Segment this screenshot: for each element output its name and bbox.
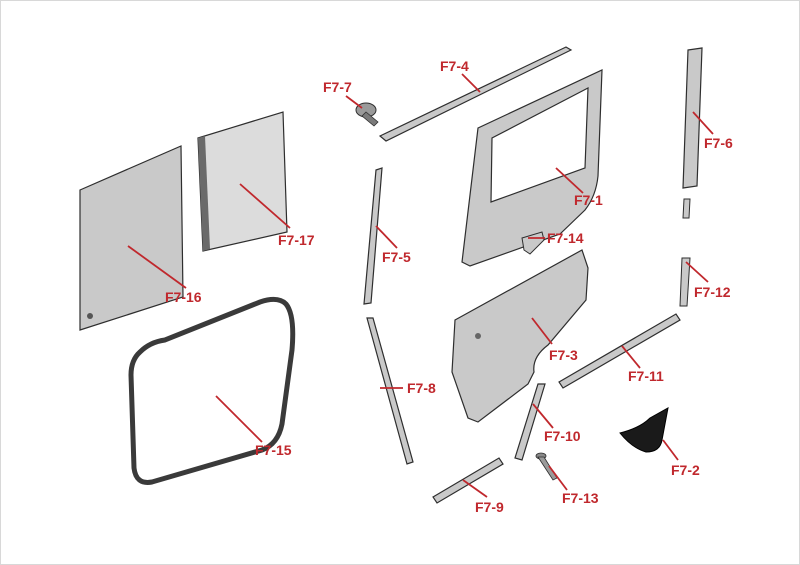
part-F7-8-vertical-channel xyxy=(366,317,414,465)
label-F7-8: F7-8 xyxy=(407,380,436,396)
label-F7-6: F7-6 xyxy=(704,135,733,151)
leader-F7-11 xyxy=(621,345,641,369)
part-F7-5-vertical-channel xyxy=(363,167,383,305)
leader-F7-10 xyxy=(532,403,554,429)
part-F7-17-glass-panel xyxy=(197,111,288,252)
leader-F7-2 xyxy=(662,439,679,461)
label-F7-9: F7-9 xyxy=(475,499,504,515)
part-F7-12-vertical-channel xyxy=(679,198,691,307)
leader-F7-3 xyxy=(531,317,553,345)
part-F7-2-corner-cover xyxy=(619,407,669,453)
leader-F7-6 xyxy=(692,111,714,135)
label-F7-15: F7-15 xyxy=(255,442,292,458)
part-F7-10-short-channel xyxy=(514,383,546,461)
leader-F7-16 xyxy=(127,245,187,289)
leader-F7-15 xyxy=(215,395,263,443)
part-F7-3-door-panel xyxy=(451,249,589,423)
label-F7-4: F7-4 xyxy=(440,58,469,74)
label-F7-3: F7-3 xyxy=(549,347,578,363)
part-F7-4-top-channel xyxy=(378,46,573,142)
part-F7-11-lower-channel xyxy=(558,313,681,389)
label-F7-16: F7-16 xyxy=(165,289,202,305)
label-F7-17: F7-17 xyxy=(278,232,315,248)
leader-F7-13 xyxy=(548,465,568,491)
leader-F7-17 xyxy=(239,183,291,229)
leader-F7-12 xyxy=(685,261,709,283)
label-F7-12: F7-12 xyxy=(694,284,731,300)
leader-F7-7 xyxy=(345,95,363,109)
label-F7-7: F7-7 xyxy=(323,79,352,95)
leader-F7-5 xyxy=(375,225,398,249)
leader-F7-1 xyxy=(555,167,584,194)
part-F7-6-vertical-channel xyxy=(682,47,703,189)
label-F7-2: F7-2 xyxy=(671,462,700,478)
label-F7-10: F7-10 xyxy=(544,428,581,444)
label-F7-14: F7-14 xyxy=(547,230,584,246)
part-labels: F7-1 F7-2 F7-3 F7-4 F7-5 F7-6 F7-7 F7-8 … xyxy=(165,58,733,515)
leader-F7-4 xyxy=(461,73,481,93)
label-F7-11: F7-11 xyxy=(628,368,664,384)
part-F7-15-window-seal xyxy=(128,296,296,485)
leader-F7-9 xyxy=(462,479,488,498)
leader-lines xyxy=(127,73,714,498)
label-F7-1: F7-1 xyxy=(574,192,603,208)
label-F7-5: F7-5 xyxy=(382,249,411,265)
part-F7-7-clip xyxy=(355,102,379,127)
part-F7-9-bottom-channel xyxy=(432,457,504,504)
label-F7-13: F7-13 xyxy=(562,490,599,506)
part-F7-13-pin xyxy=(535,452,558,481)
part-F7-16-glass-panel xyxy=(79,145,184,331)
